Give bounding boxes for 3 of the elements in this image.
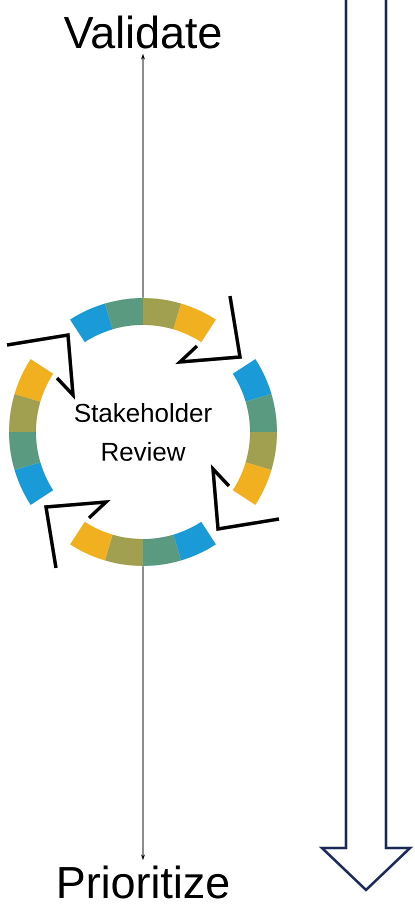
stage-label: Validate xyxy=(64,16,220,48)
stage-label: Prioritize xyxy=(59,866,228,898)
cycle-label: Stakeholder Review xyxy=(75,403,212,461)
